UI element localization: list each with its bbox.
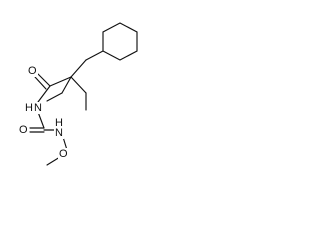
cyclohexane-ring	[102, 22, 138, 61]
carbonyl-to-amide-nitrogen-bond	[37, 85, 51, 103]
lower-ethyl-bond-2	[46, 92, 63, 102]
upper-ethyl-bond-1	[70, 76, 87, 94]
nitrogen-to-oxygen-bond	[62, 136, 68, 151]
quaternary-to-carbonyl-bond	[49, 76, 72, 87]
urea-hydrogen-label: H	[54, 117, 64, 129]
upper-carbonyl-double-bond-a	[37, 73, 51, 87]
carbonyl-oxygen-top-label: O	[27, 65, 38, 77]
molecule-diagram: O H N O H N O	[0, 0, 148, 178]
methoxy-oxygen-label: O	[58, 148, 69, 160]
upper-carbonyl-double-bond-b	[34, 76, 47, 90]
urea-nitrogen-label: N	[54, 127, 64, 139]
lower-ethyl-bond-1	[61, 76, 72, 94]
bond-drawing	[29, 22, 138, 166]
methylene-to-quaternary-bond	[70, 59, 87, 78]
amide-nitrogen-label: N	[33, 102, 43, 114]
carbonyl-oxygen-bottom-label: O	[18, 124, 29, 136]
ring-to-methylene-bond	[85, 50, 104, 61]
amide-nitrogen-to-urea-carbon-bond	[37, 111, 45, 129]
amide-hydrogen-label: H	[24, 102, 34, 114]
oxygen-to-methyl-bond	[46, 156, 61, 166]
